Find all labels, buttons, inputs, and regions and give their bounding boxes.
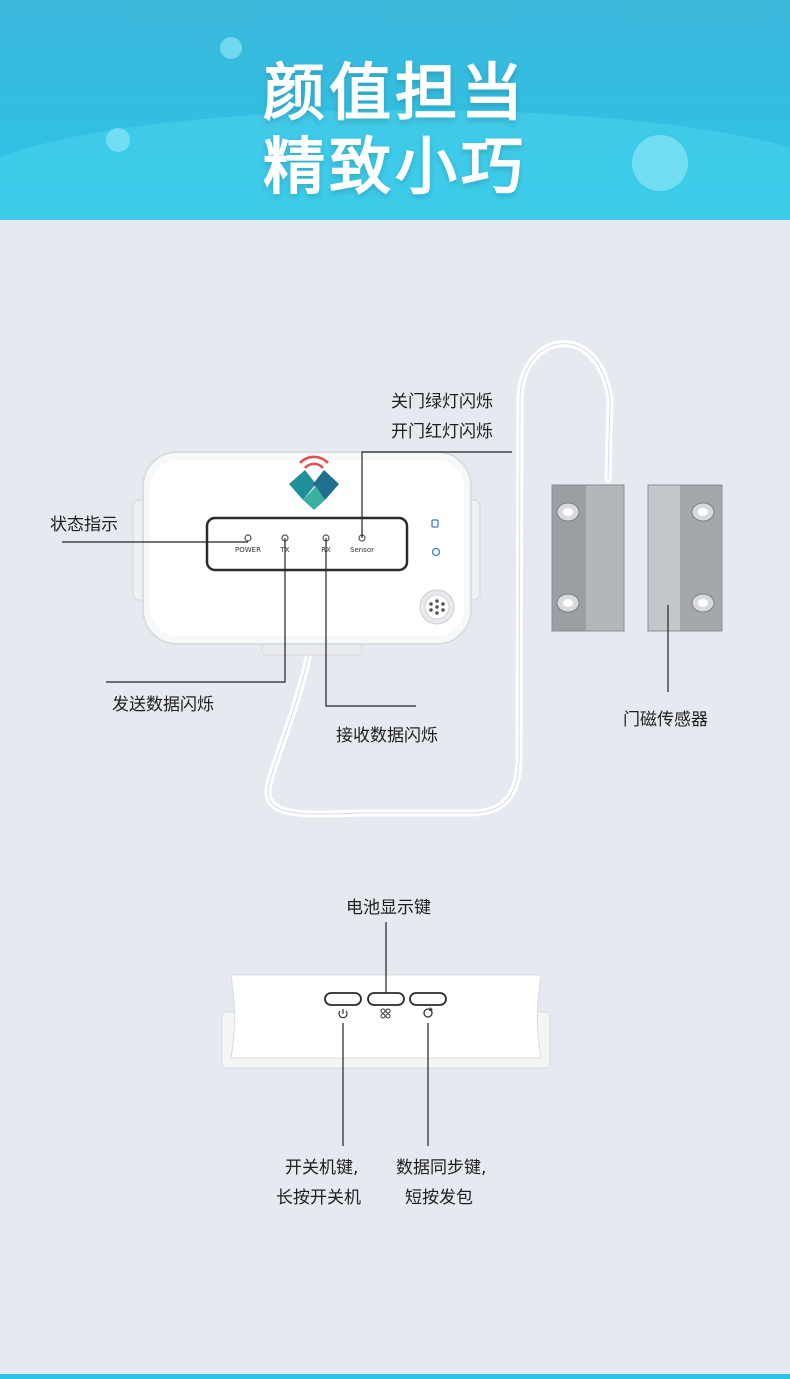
- label-status-indicator: 状态指示: [50, 515, 118, 535]
- sync-button[interactable]: [409, 992, 447, 1006]
- label-sync-key-line2: 短按发包: [405, 1188, 473, 1208]
- label-power-key-line2: 长按开关机: [276, 1188, 361, 1208]
- battery-status-icon: [431, 519, 439, 528]
- bubble-decoration: [632, 135, 688, 191]
- sensor-cable-outline: [267, 343, 611, 815]
- indicator-panel: [205, 516, 409, 572]
- callout-lines: [62, 451, 669, 707]
- label-door-open: 开门红灯闪烁: [391, 422, 493, 442]
- power-button[interactable]: [324, 992, 362, 1006]
- label-door-closed: 关门绿灯闪烁: [391, 392, 493, 412]
- power-led: [244, 534, 252, 542]
- label-power-key-line1: 开关机键,: [285, 1158, 359, 1178]
- bubble-decoration: [220, 37, 242, 59]
- gateway-device: POWER TX RX Sensor: [132, 451, 481, 656]
- header-banner: 颜值担当 精致小巧: [0, 0, 790, 220]
- sync-icon: [423, 1007, 433, 1018]
- label-battery-key: 电池显示键: [346, 898, 431, 918]
- label-sync-key-line1: 数据同步键,: [396, 1158, 487, 1178]
- signal-status-icon: [431, 547, 441, 557]
- headline-line-1: 颜值担当: [262, 56, 527, 129]
- label-send-data: 发送数据闪烁: [112, 695, 214, 715]
- power-icon: [338, 1009, 348, 1019]
- battery-button[interactable]: [367, 992, 405, 1006]
- headline-line-2: 精致小巧: [262, 130, 527, 203]
- label-door-sensor: 门磁传感器: [623, 710, 708, 730]
- label-receive-data: 接收数据闪烁: [336, 726, 438, 746]
- device-bottom-view: [221, 974, 551, 1069]
- speaker-grille-icon: [419, 589, 455, 625]
- magnetic-sensor: [551, 484, 723, 632]
- battery-grid-icon: [380, 1008, 391, 1019]
- callout-lines-bottom: [342, 922, 429, 1146]
- bottom-accent-line: [0, 1374, 790, 1379]
- indicator-label-power: POWER: [235, 546, 261, 554]
- wifi-logo-icon: [289, 455, 339, 510]
- bubble-decoration: [106, 128, 130, 152]
- indicator-label-sensor: Sensor: [350, 546, 374, 554]
